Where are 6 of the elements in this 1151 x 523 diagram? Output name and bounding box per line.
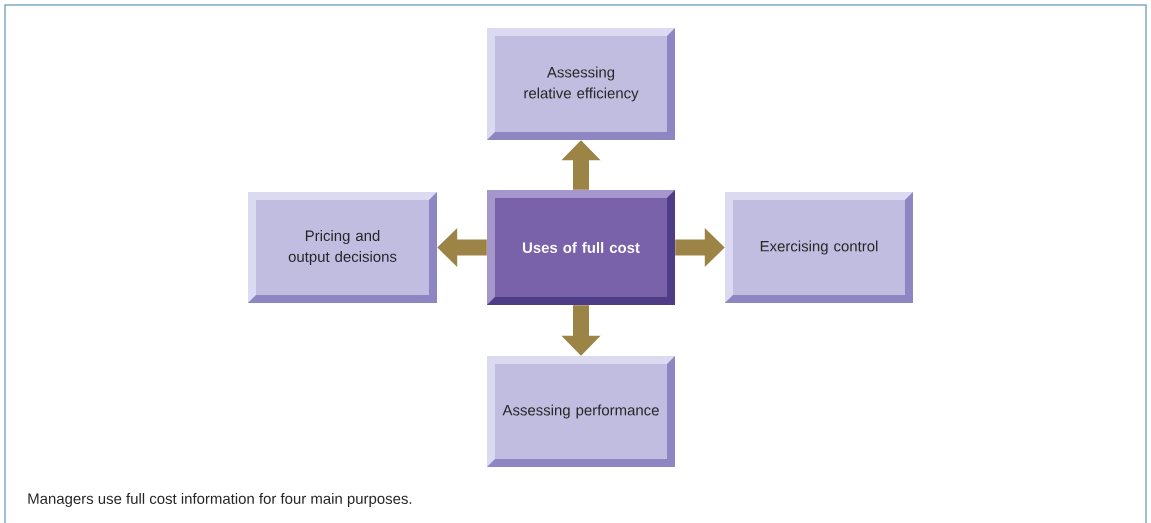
process-box: Uses of full cost [487, 190, 675, 305]
process-box: Assessing performance [487, 356, 675, 467]
caption: Managers use full cost information for four main purposes. [28, 493, 412, 507]
process-box: Assessing relative efficiency [487, 28, 675, 140]
process-box: Pricing and output decisions [248, 192, 437, 303]
process-box: Exercising control [725, 192, 913, 303]
